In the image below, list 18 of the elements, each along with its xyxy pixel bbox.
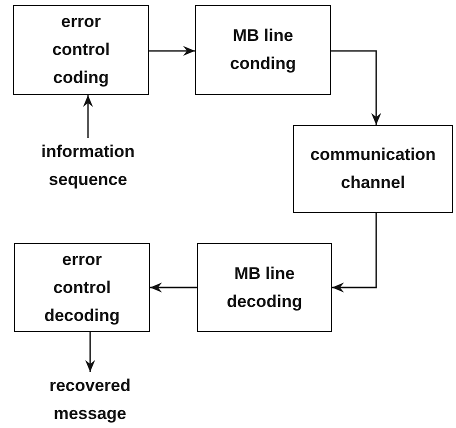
arrow [83, 95, 93, 138]
io-label: information sequence [41, 141, 135, 191]
io-label: recovered message [49, 375, 131, 425]
process-box [195, 5, 331, 95]
arrow [85, 332, 96, 372]
box-label: error control decoding [44, 248, 120, 327]
arrow [150, 282, 197, 292]
arrow [149, 46, 195, 56]
box-label: MB line decoding [226, 262, 302, 313]
arrow [331, 50, 382, 125]
process-box [197, 243, 332, 332]
box-label: error control coding [52, 11, 110, 89]
arrow [332, 213, 377, 292]
box-label: communication channel [310, 144, 436, 194]
process-box [13, 5, 149, 95]
process-box [293, 125, 453, 213]
process-box [14, 243, 150, 332]
box-label: MB line conding [230, 25, 296, 75]
